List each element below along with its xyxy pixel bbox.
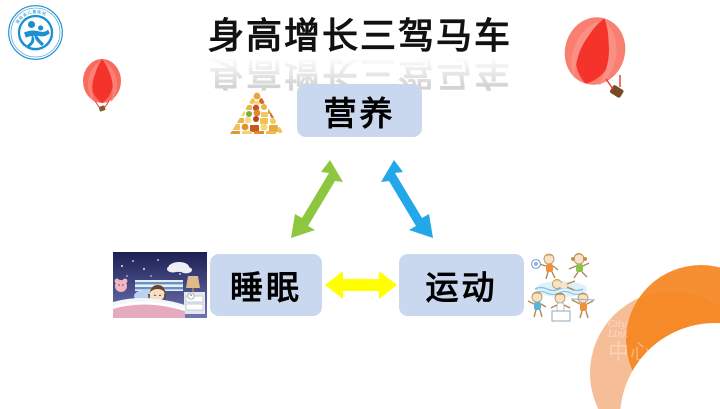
page-title: 身高增长三驾马车 [207,16,512,57]
concept-box-nutrition[interactable]: 营养 [297,84,422,137]
balloon-right-svg [564,17,626,98]
watermark-cn-text: 中心 [608,339,652,364]
logo-svg: 湖南省儿童医院 HUNAN CHILDREN'S HOSPITAL [8,5,63,60]
blue-double-arrow-svg [381,160,433,238]
watermark-line-1: City [608,320,627,331]
children-sports-image [527,249,599,323]
concept-box-sleep[interactable]: 睡眠 [210,254,322,316]
slide-title-block: 身高增长三驾马车 身高增长三驾马车 [0,16,720,93]
concept-box-exercise[interactable]: 运动 [399,254,524,316]
arrow-nutrition-exercise [381,160,433,242]
deco-circle-light [590,291,720,409]
sleeping-scene-svg [113,252,207,318]
food-pyramid-image [228,88,286,136]
balloon-right [556,11,634,111]
children-sports-svg [527,249,599,323]
concept-label-nutrition: 营养 [323,93,396,133]
balloon-left [78,56,126,124]
concept-label-sleep: 睡眠 [230,268,302,307]
watermark-line-2: Link [608,329,629,340]
arrow-sleep-exercise [325,269,397,305]
corner-watermark: City Link 中心 [608,320,694,364]
green-double-arrow-svg [291,160,343,238]
corner-decoration: City Link 中心 [580,249,720,409]
yellow-double-arrow-svg [325,271,397,299]
children-hospital-logo: 湖南省儿童医院 HUNAN CHILDREN'S HOSPITAL [7,4,64,61]
deco-mask [620,323,720,409]
concept-label-exercise: 运动 [425,268,498,307]
child-sleeping-in-bed-image [113,252,207,318]
deco-circle-strong [626,265,720,409]
balloon-left-svg [83,59,121,112]
food-pyramid-svg [230,90,284,134]
arrow-sleep-nutrition [291,160,343,242]
